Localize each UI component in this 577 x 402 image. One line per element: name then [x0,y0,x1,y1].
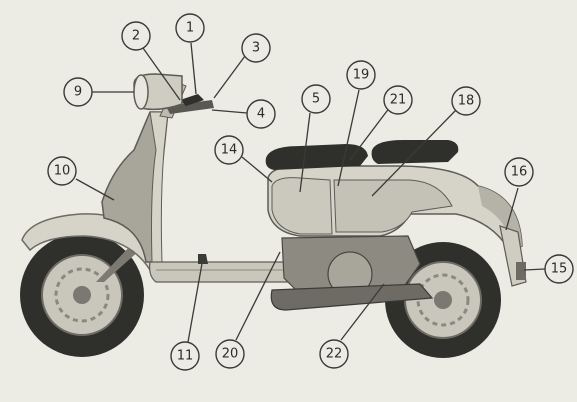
engine-block [270,235,434,311]
callout-14: 14 [214,135,244,165]
callout-label-3: 3 [252,41,260,56]
callout-9: 9 [63,77,93,107]
callout-label-21: 21 [390,93,407,108]
callout-label-11: 11 [177,349,194,364]
callout-19: 19 [346,60,376,90]
callout-5: 5 [301,84,331,114]
callout-label-18: 18 [458,94,475,109]
front-wheel [20,233,144,357]
callout-22: 22 [319,339,349,369]
callout-11: 11 [170,341,200,371]
callout-label-19: 19 [353,68,370,83]
callout-label-22: 22 [326,347,343,362]
callout-20: 20 [215,339,245,369]
callout-18: 18 [451,86,481,116]
callout-label-5: 5 [312,92,320,107]
callout-label-2: 2 [132,29,140,44]
callout-label-20: 20 [222,347,239,362]
callout-label-10: 10 [54,164,71,179]
leader-lines [75,42,546,343]
front-fork [96,244,140,282]
callout-4: 4 [246,99,276,129]
callout-1: 1 [175,13,205,43]
callout-16: 16 [504,157,534,187]
scooter-illustration [20,73,527,358]
callout-label-16: 16 [511,165,528,180]
callout-3: 3 [241,33,271,63]
callout-label-4: 4 [257,107,265,122]
callout-2: 2 [121,21,151,51]
callout-label-15: 15 [551,262,568,277]
callout-label-9: 9 [74,85,82,100]
callout-10: 10 [47,156,77,186]
callout-15: 15 [544,254,574,284]
callout-label-1: 1 [186,21,194,36]
callout-label-14: 14 [221,143,238,158]
callout-21: 21 [383,85,413,115]
floorboard [149,261,293,283]
